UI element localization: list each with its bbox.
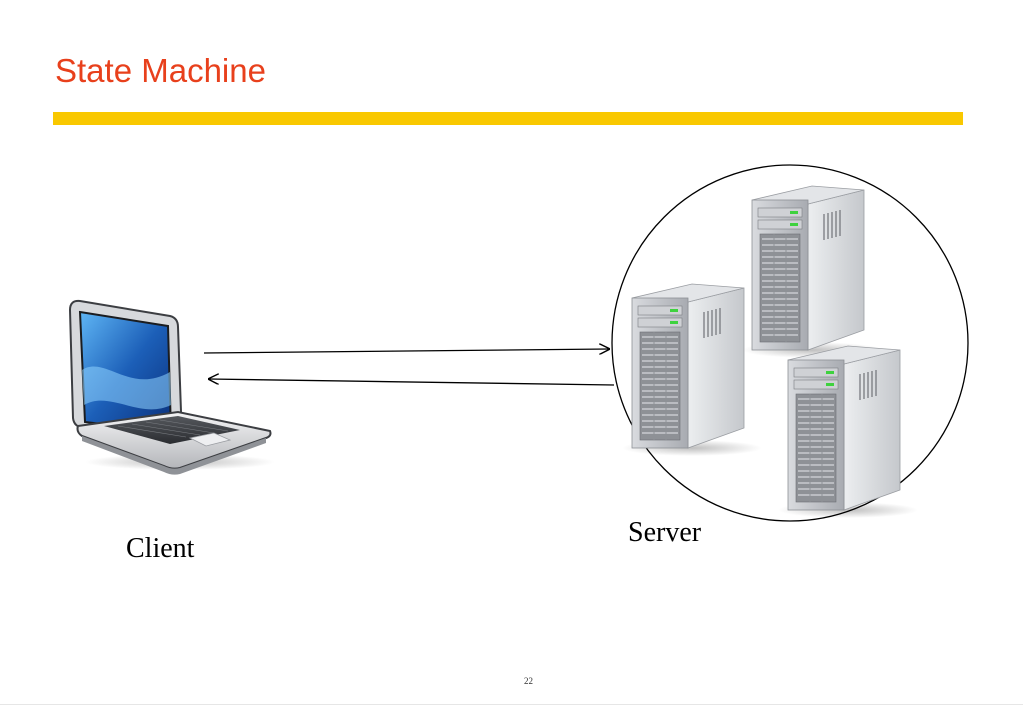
response-arrow bbox=[209, 379, 615, 386]
laptop-icon bbox=[68, 299, 275, 475]
page-number: 22 bbox=[524, 676, 533, 686]
server-label: Server bbox=[628, 517, 702, 548]
request-arrow bbox=[203, 349, 609, 353]
slide-title: State Machine bbox=[55, 52, 266, 89]
client-label: Client bbox=[126, 533, 195, 564]
title-accent-bar bbox=[53, 112, 963, 125]
footer-divider bbox=[0, 704, 1023, 705]
server-group bbox=[611, 164, 969, 522]
server-tower-icon bbox=[777, 345, 919, 519]
